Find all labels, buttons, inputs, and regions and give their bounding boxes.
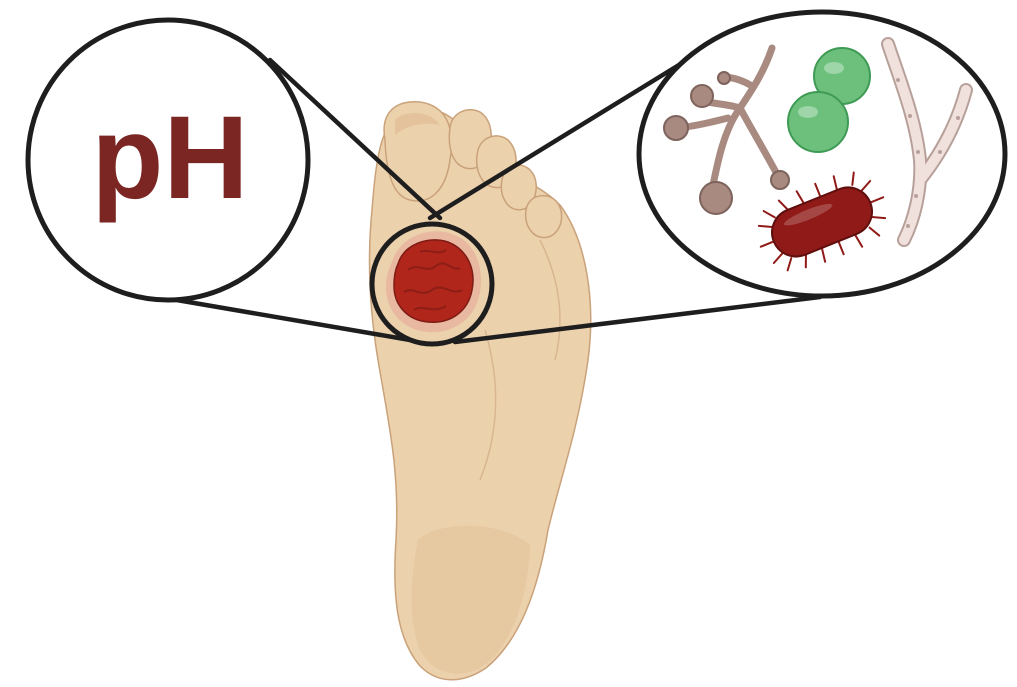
toe-5 [526, 196, 562, 238]
microbes-callout [639, 12, 1005, 296]
heel-shade [412, 526, 531, 674]
ph-label: pH [91, 92, 248, 224]
ph-callout: pH [28, 20, 308, 300]
diabetic-foot-ulcer-icon [372, 224, 492, 344]
microbes-callout-ellipse [639, 12, 1005, 296]
